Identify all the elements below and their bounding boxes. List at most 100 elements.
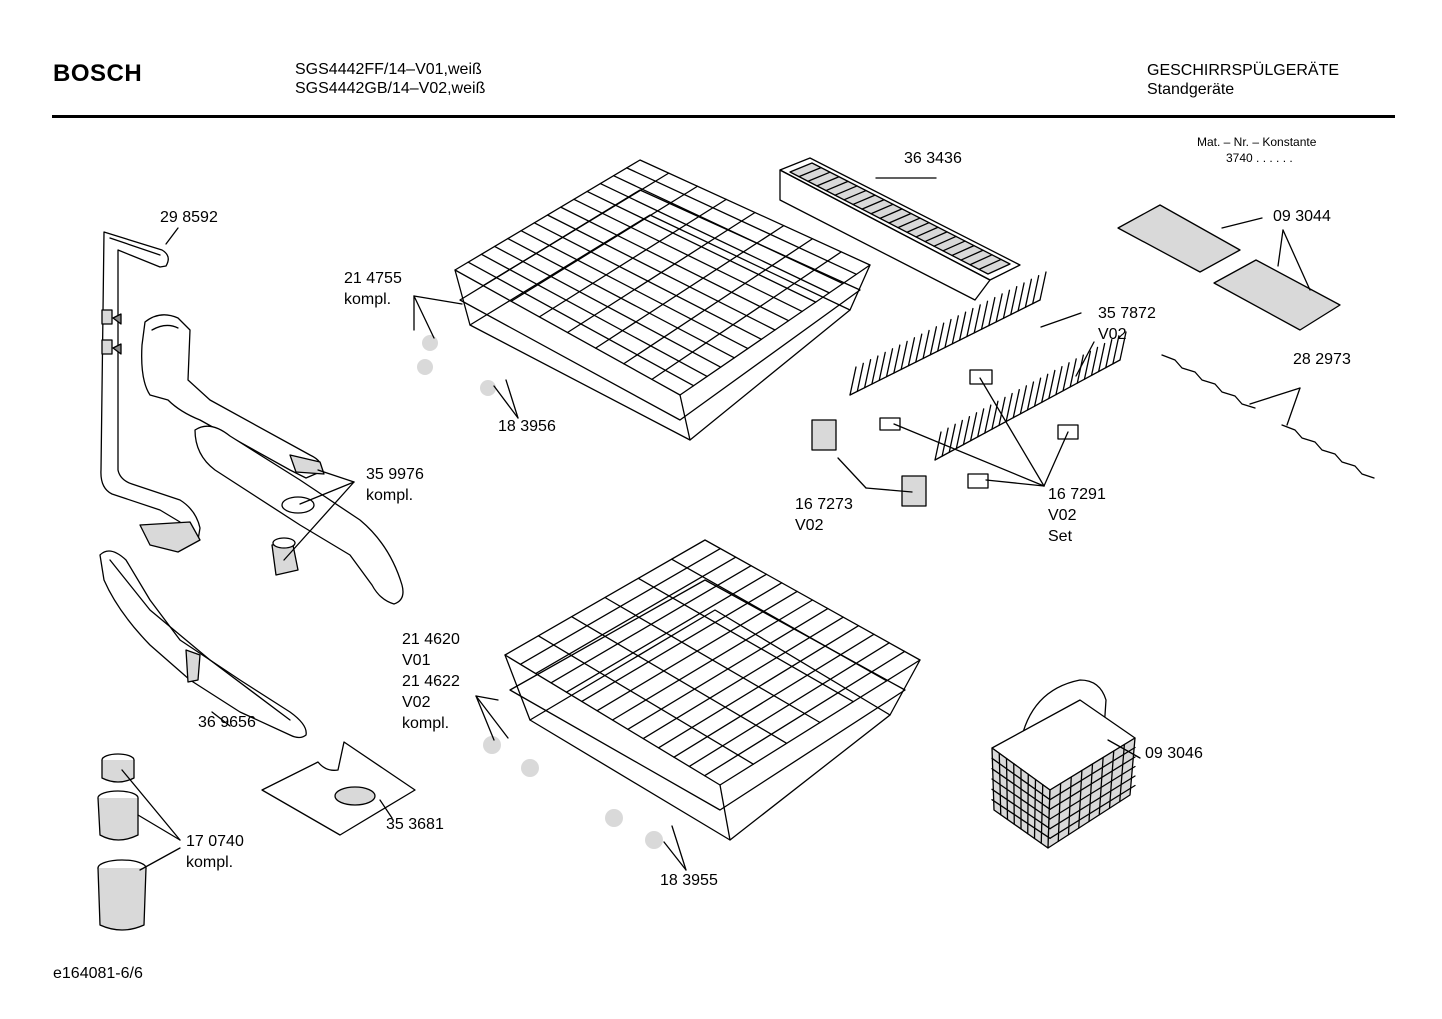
part-note: V02 [1048, 507, 1077, 524]
spray-arm-holder-drawing [141, 314, 404, 605]
basket-wire [594, 224, 785, 349]
part-number: 18 3956 [498, 418, 556, 435]
part-label-357872: 35 7872 V02 [1098, 303, 1156, 345]
tine [984, 404, 992, 434]
basket-mesh [991, 778, 1051, 820]
part-label-353681: 35 3681 [386, 814, 444, 835]
constant-value: 3740 . . . . . . [1226, 151, 1293, 165]
part-number: 21 4620 [402, 631, 460, 648]
cutlery-basket-drawing [991, 679, 1136, 849]
tine [1010, 285, 1018, 316]
basket-mesh [991, 768, 1051, 810]
lower-basket-drawing [483, 539, 921, 849]
basket-wire [671, 558, 888, 682]
tine [977, 408, 985, 438]
tine [934, 431, 942, 461]
part-number: 09 3044 [1273, 208, 1331, 225]
tine [1039, 271, 1047, 301]
tray-slot [852, 194, 876, 206]
tine [958, 311, 967, 341]
tine [944, 318, 952, 349]
basket-mesh [1049, 765, 1136, 820]
tray-slot [843, 189, 867, 201]
tray-slot [915, 226, 939, 238]
tine [1026, 381, 1035, 411]
tray-slot [933, 235, 957, 247]
tine [871, 355, 879, 385]
part-label-183955: 18 3955 [660, 870, 718, 891]
part-label-298592: 29 8592 [160, 207, 218, 228]
tine [1048, 369, 1056, 400]
part-number: 18 3955 [660, 872, 718, 889]
basket-wire [571, 616, 788, 744]
tray-slot [906, 222, 930, 233]
part-note: V01 [402, 652, 431, 669]
basket-mesh [991, 788, 1051, 830]
tine [1041, 373, 1049, 403]
tray-slot [897, 217, 921, 229]
tray-slot [951, 244, 975, 257]
part-number: 21 4622 [402, 673, 460, 690]
part-label-167273: 16 7273 V02 [795, 494, 853, 536]
tine-rows-drawing [849, 271, 1127, 461]
tray-slot [798, 166, 822, 178]
category-title: GESCHIRRSPÜLGERÄTE [1147, 62, 1340, 79]
tine [1105, 339, 1113, 369]
part-label-214620: 21 4620 V01 21 4622 V02 kompl. [402, 629, 460, 734]
tray-slot [942, 240, 966, 252]
part-number: 29 8592 [160, 209, 218, 226]
part-number: 21 4755 [344, 270, 402, 287]
tine [1024, 278, 1033, 308]
tray-slot [816, 176, 840, 187]
tine [951, 315, 959, 345]
tine [955, 419, 963, 450]
tine [1112, 335, 1120, 365]
tray-slot [870, 203, 894, 215]
tray-slot [924, 231, 948, 243]
tray-slot [888, 212, 912, 224]
part-label-167291: 16 7291 V02 Set [1048, 484, 1106, 547]
tine [988, 296, 996, 327]
part-label-282973: 28 2973 [1293, 349, 1351, 370]
subcategory-title: Standgeräte [1147, 81, 1235, 98]
tine [1062, 362, 1070, 392]
tine [1019, 385, 1028, 415]
constant-label: Mat. – Nr. – Konstante [1197, 135, 1317, 149]
tine [1069, 358, 1077, 388]
part-number: 28 2973 [1293, 351, 1351, 368]
tine [885, 348, 894, 378]
tine [1090, 346, 1099, 377]
tray-slot [834, 185, 858, 196]
tine [849, 366, 857, 396]
tine [878, 351, 886, 382]
step-racks-drawing [1161, 354, 1375, 479]
part-label-093044: 09 3044 [1273, 206, 1331, 227]
basket-mesh [1049, 756, 1136, 810]
part-label-359976: 35 9976 kompl. [366, 464, 424, 506]
part-note: kompl. [402, 715, 450, 732]
clips-drawing [811, 369, 1079, 507]
basket-mesh [991, 757, 1051, 801]
tine [922, 329, 930, 360]
part-note: V02 [402, 694, 431, 711]
tine [962, 415, 971, 446]
tray-slot [807, 171, 831, 182]
part-note: V02 [1098, 326, 1127, 343]
tine [915, 333, 923, 363]
tine [969, 412, 978, 442]
tine [973, 304, 981, 334]
upper-basket-drawing [417, 159, 871, 441]
tine [900, 340, 908, 371]
tine [980, 300, 989, 330]
part-label-183956: 18 3956 [498, 416, 556, 437]
tine [856, 362, 864, 392]
tine [998, 396, 1006, 427]
cutlery-tray-drawing [779, 157, 1021, 301]
part-number: 16 7273 [795, 496, 853, 513]
basket-wire [538, 198, 727, 318]
tine [995, 293, 1003, 323]
tray-slot [879, 208, 903, 220]
tine [1083, 350, 1092, 380]
part-number: 09 3046 [1145, 745, 1203, 762]
